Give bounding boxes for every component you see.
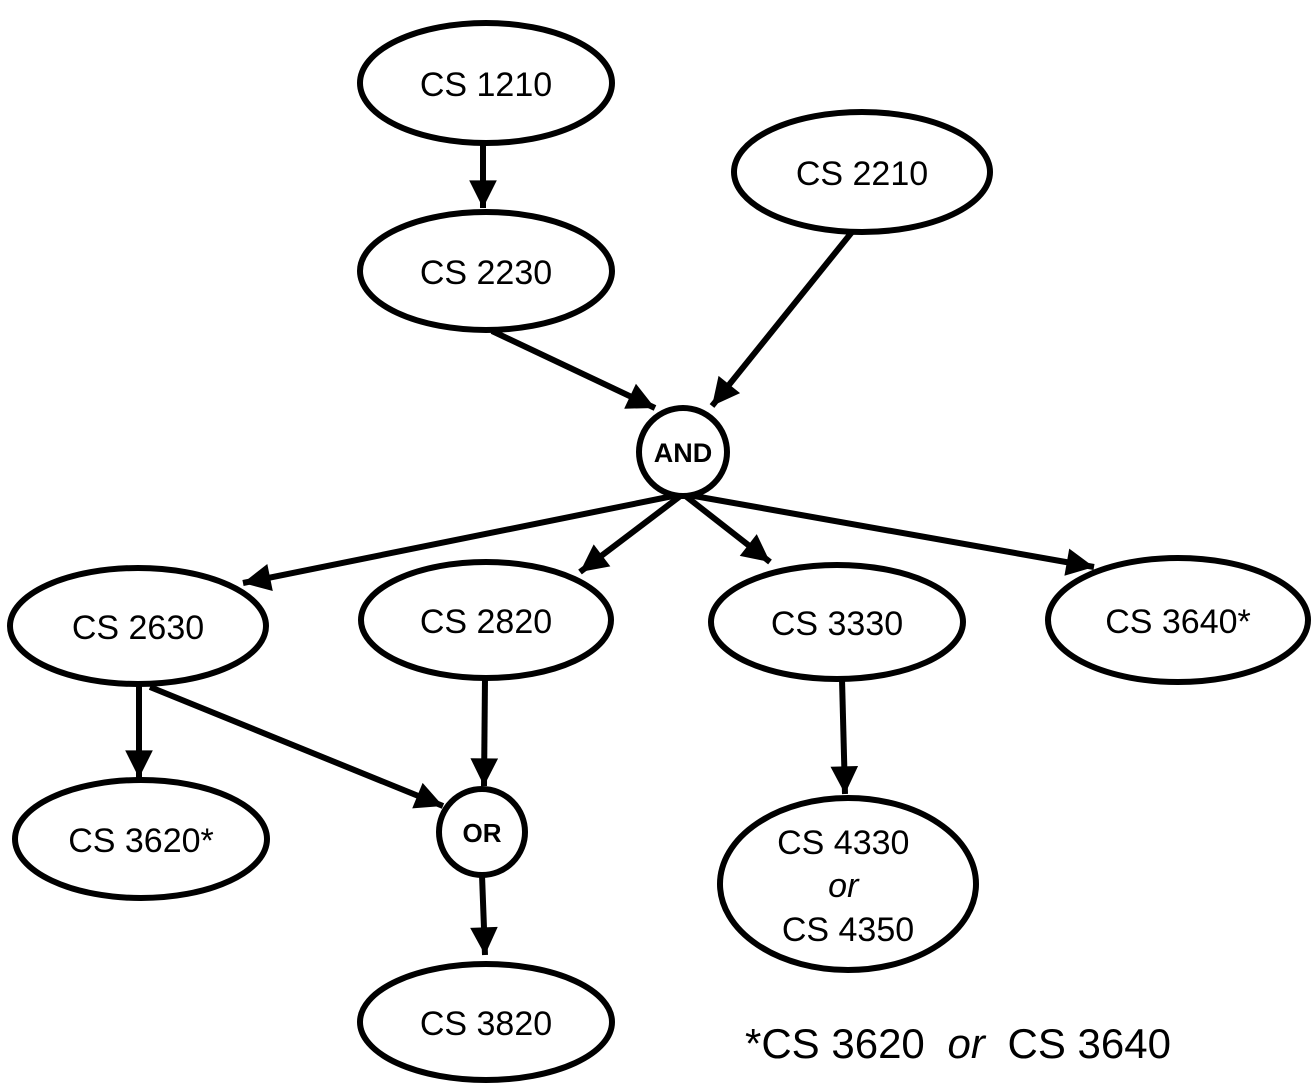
node-cs1210: CS 1210 [357,20,615,146]
connector-or-label: OR [463,818,502,848]
edge-cs2820-or [470,677,499,787]
connector-or: OR [436,786,528,878]
node-cs2820-label: CS 2820 [420,603,552,641]
edge-and-cs3640 [682,491,1095,576]
edge-and-cs3330 [681,491,772,565]
footnote: *CS 3620 or CS 3640 [745,1020,1171,1067]
footnote-suffix: CS 3640 [1008,1020,1171,1067]
node-cs2630-label: CS 2630 [72,609,204,647]
node-cs4330-line2: or [828,867,860,905]
node-cs2820-ellipse [358,559,614,681]
footnote-prefix: *CS 3620 [745,1020,925,1067]
node-cs4330-or-cs4350-label: CS 4330 or CS 4350 [777,824,919,949]
node-cs2230-label: CS 2230 [420,254,552,292]
node-cs3820-ellipse [357,961,615,1083]
edges [125,143,1095,956]
node-cs3820-label: CS 3820 [420,1005,552,1043]
connector-and-label: AND [654,438,713,468]
node-cs1210-ellipse [357,20,615,146]
connector-or-circle [436,786,528,878]
edge-and-cs2820 [578,491,685,575]
node-cs2230-ellipse [357,209,615,333]
edge-cs2230-and [490,328,657,411]
edge-and-cs2630 [242,491,684,592]
node-cs3330-label: CS 3330 [771,605,903,643]
node-cs4330-or-cs4350: CS 4330 or CS 4350 [717,795,979,973]
node-cs3330: CS 3330 [708,562,966,682]
node-cs3640-ellipse [1045,555,1311,685]
node-cs2230: CS 2230 [357,209,615,333]
node-cs2630-ellipse [7,565,269,687]
node-cs2210-label: CS 2210 [796,155,928,193]
node-cs2210-ellipse [731,109,993,235]
node-cs4330-or-cs4350-ellipse [717,795,979,973]
node-cs2210: CS 2210 [731,109,993,235]
node-cs3640-label: CS 3640* [1105,603,1251,641]
node-cs3620-label: CS 3620* [68,822,214,860]
node-cs3820: CS 3820 [357,961,615,1083]
node-cs2820: CS 2820 [358,559,614,681]
node-cs2630: CS 2630 [7,565,269,687]
footnote-or: or [947,1020,986,1067]
node-cs3330-ellipse [708,562,966,682]
node-cs3620-ellipse [12,777,270,901]
edge-cs2210-and [709,230,855,408]
edge-cs3330-cs4330_4350 [830,678,859,795]
edge-or-cs3820 [470,874,498,956]
node-cs4330-line1: CS 4330 [777,824,909,862]
node-cs1210-label: CS 1210 [420,66,552,104]
node-cs3640: CS 3640* [1045,555,1311,685]
node-cs4330-line3: CS 4350 [782,911,914,949]
connector-and: AND [636,405,730,499]
edge-cs2630-or [148,684,445,809]
node-cs3620: CS 3620* [12,777,270,901]
connector-and-circle [636,405,730,499]
